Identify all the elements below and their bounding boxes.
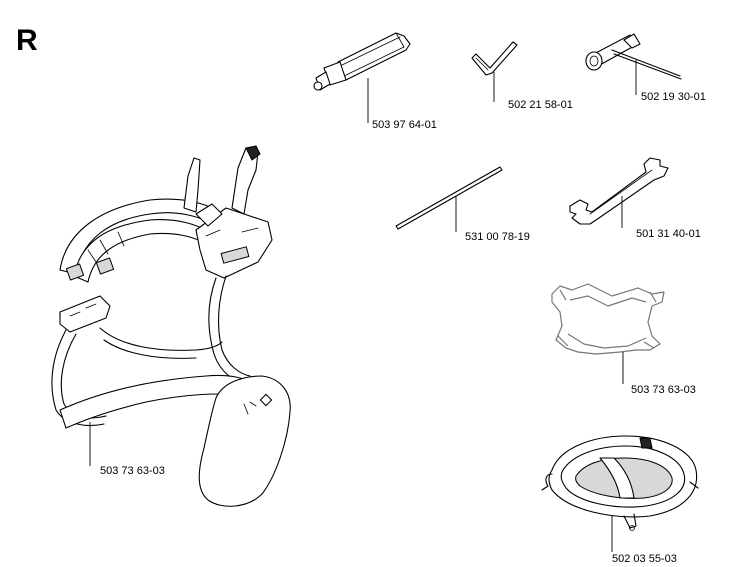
- label-hip-belt-ring: 502 03 55-03: [612, 553, 677, 565]
- label-hex-key: 502 21 58-01: [508, 99, 573, 111]
- locking-rod-drawing: [395, 166, 503, 230]
- harness-drawing: [51, 145, 291, 507]
- combination-spanner-drawing: [585, 33, 682, 80]
- hip-belt-ring-drawing: [541, 435, 699, 531]
- shoulder-support-drawing: [551, 283, 665, 355]
- screwdriver-tool-drawing: [313, 32, 411, 91]
- label-combination-spanner: 502 19 30-01: [641, 91, 706, 103]
- label-open-end-wrench: 501 31 40-01: [636, 228, 701, 240]
- label-harness: 503 73 63-03: [100, 465, 165, 477]
- section-letter: R: [16, 24, 38, 57]
- hex-key-drawing: [471, 41, 518, 76]
- open-end-wrench-drawing: [569, 157, 669, 225]
- label-shoulder-support: 503 73 63-03: [631, 384, 696, 396]
- label-screwdriver: 503 97 64-01: [372, 119, 437, 131]
- label-locking-rod: 531 00 78-19: [465, 231, 530, 243]
